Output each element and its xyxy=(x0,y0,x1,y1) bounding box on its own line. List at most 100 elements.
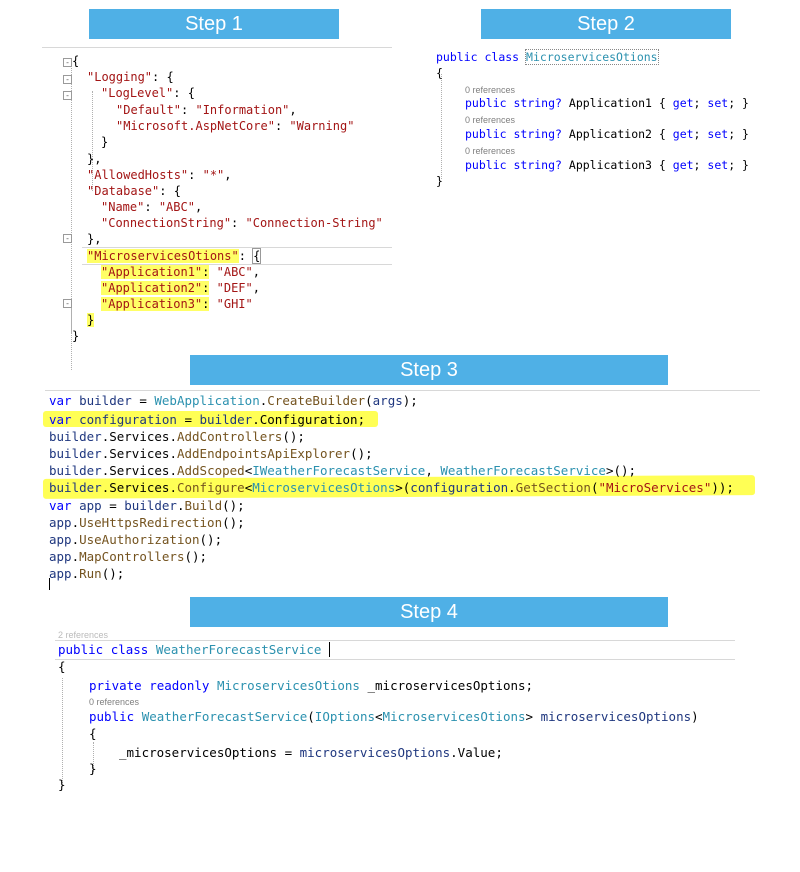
codelens-references[interactable]: 0 references xyxy=(465,146,516,156)
indent-guide xyxy=(92,91,93,191)
application3-key: "Application3" xyxy=(101,297,203,311)
code-line: builder.Services.AddControllers(); xyxy=(49,429,305,444)
json-line: } xyxy=(101,135,109,149)
step-3-banner: Step 3 xyxy=(190,355,668,385)
code-line: } xyxy=(89,761,97,776)
code-line: _microservicesOptions = microservicesOpt… xyxy=(119,745,503,760)
json-line: } xyxy=(87,313,95,327)
appsettings-json-panel: - - - - - { "Logging": { "LogLevel": { "… xyxy=(42,45,392,370)
json-line: }, xyxy=(87,232,102,246)
current-line-border xyxy=(55,659,735,660)
json-line: "Database": { xyxy=(87,184,181,198)
panel-top-divider xyxy=(45,390,760,391)
codelens-references[interactable]: 2 references xyxy=(58,630,109,640)
codelens-references[interactable]: 0 references xyxy=(89,697,140,707)
connstr-value: "Connection-String" xyxy=(245,216,383,230)
code-line: app.MapControllers(); xyxy=(49,549,208,564)
connstr-key: "ConnectionString" xyxy=(101,216,232,230)
step-2-banner: Step 2 xyxy=(481,9,731,39)
json-line: "LogLevel": { xyxy=(101,86,195,100)
panel-top-divider xyxy=(42,47,392,48)
code-line: app.Run(); xyxy=(49,566,125,581)
text-caret xyxy=(49,578,50,590)
program-cs-panel: var builder = WebApplication.CreateBuild… xyxy=(42,390,760,590)
code-line: builder.Services.AddEndpointsApiExplorer… xyxy=(49,446,373,461)
code-line: public class WeatherForecastService xyxy=(58,642,338,657)
code-line: public string? Application2 { get; set; … xyxy=(465,127,749,141)
json-line: "MicroservicesOtions": { xyxy=(87,248,262,264)
indent-guide xyxy=(441,74,442,179)
fold-toggle-icon[interactable]: - xyxy=(63,234,72,243)
code-line: builder.Services.AddScoped<IWeatherForec… xyxy=(49,463,637,478)
aspnet-key: "Microsoft.AspNetCore" xyxy=(116,119,275,133)
application1-key: "Application1" xyxy=(101,265,203,279)
application2-value: "DEF" xyxy=(216,281,253,295)
code-line: { xyxy=(58,659,66,674)
database-key: "Database" xyxy=(87,184,160,198)
codelens-references[interactable]: 0 references xyxy=(465,115,516,125)
code-line: public string? Application3 { get; set; … xyxy=(465,158,749,172)
options-class-name: MicroservicesOtions xyxy=(525,49,659,65)
aspnet-value: "Warning" xyxy=(289,119,355,133)
loglevel-key: "LogLevel" xyxy=(101,86,174,100)
code-line: var configuration = builder.Configuratio… xyxy=(49,412,366,427)
json-line: "Default": "Information", xyxy=(116,103,297,117)
json-line: "Application1": "ABC", xyxy=(101,265,260,279)
json-line: "Microsoft.AspNetCore": "Warning" xyxy=(116,119,355,133)
json-line: "Name": "ABC", xyxy=(101,200,203,214)
json-line: "AllowedHosts": "*", xyxy=(87,168,232,182)
name-key: "Name" xyxy=(101,200,145,214)
code-line: app.UseAuthorization(); xyxy=(49,532,223,547)
application1-value: "ABC" xyxy=(216,265,253,279)
options-class-panel: public class MicroservicesOtions { 0 ref… xyxy=(436,49,796,195)
code-line: { xyxy=(89,726,97,741)
step-4-banner: Step 4 xyxy=(190,597,668,627)
codelens-references[interactable]: 0 references xyxy=(465,85,516,95)
code-line: builder.Services.Configure<Microservices… xyxy=(49,480,734,495)
step-1-banner: Step 1 xyxy=(89,9,339,39)
code-line: app.UseHttpsRedirection(); xyxy=(49,515,245,530)
code-line: } xyxy=(436,174,443,188)
code-line: var app = builder.Build(); xyxy=(49,498,245,513)
json-line: "Logging": { xyxy=(87,70,174,84)
name-value: "ABC" xyxy=(158,200,195,214)
default-key: "Default" xyxy=(116,103,182,117)
code-line: public class MicroservicesOtions xyxy=(436,49,659,65)
property-application2: Application2 xyxy=(568,127,652,141)
default-value: "Information" xyxy=(195,103,290,117)
application3-value: "GHI" xyxy=(216,297,253,311)
current-line-border xyxy=(55,640,735,641)
fold-toggle-icon[interactable]: - xyxy=(63,299,72,308)
section-name-string: "MicroServices" xyxy=(598,480,712,495)
code-line: public WeatherForecastService(IOptions<M… xyxy=(89,709,699,724)
json-open-brace: { xyxy=(72,54,80,68)
indent-guide xyxy=(71,63,72,333)
logging-key: "Logging" xyxy=(87,70,153,84)
microservices-options-key: "MicroservicesOtions" xyxy=(87,249,239,263)
current-line-border xyxy=(82,264,392,265)
code-line: public string? Application1 { get; set; … xyxy=(465,96,749,110)
property-application3: Application3 xyxy=(568,158,652,172)
highlight-marker xyxy=(43,411,378,427)
fold-toggle-icon[interactable]: - xyxy=(63,58,72,67)
code-line: { xyxy=(436,66,443,80)
service-class-name: WeatherForecastService xyxy=(155,642,322,657)
indent-guide xyxy=(62,678,63,783)
json-line: { xyxy=(72,54,79,68)
application2-key: "Application2" xyxy=(101,281,203,295)
json-line: "Application3": "GHI" xyxy=(101,297,253,311)
code-line: private readonly MicroservicesOtions _mi… xyxy=(89,678,534,693)
service-class-panel: 2 references public class WeatherForecas… xyxy=(55,630,745,797)
current-line-border xyxy=(82,247,392,248)
fold-toggle-icon[interactable]: - xyxy=(63,75,72,84)
fold-toggle-icon[interactable]: - xyxy=(63,91,72,100)
json-line: "Application2": "DEF", xyxy=(101,281,260,295)
allowedhosts-value: "*" xyxy=(202,168,225,182)
property-application1: Application1 xyxy=(568,96,652,110)
json-line: } xyxy=(72,329,80,343)
allowedhosts-key: "AllowedHosts" xyxy=(87,168,189,182)
json-line: "ConnectionString": "Connection-String" xyxy=(101,216,383,230)
code-line: } xyxy=(58,777,66,792)
options-field: _microservicesOptions xyxy=(367,678,526,693)
indent-guide xyxy=(93,742,94,772)
